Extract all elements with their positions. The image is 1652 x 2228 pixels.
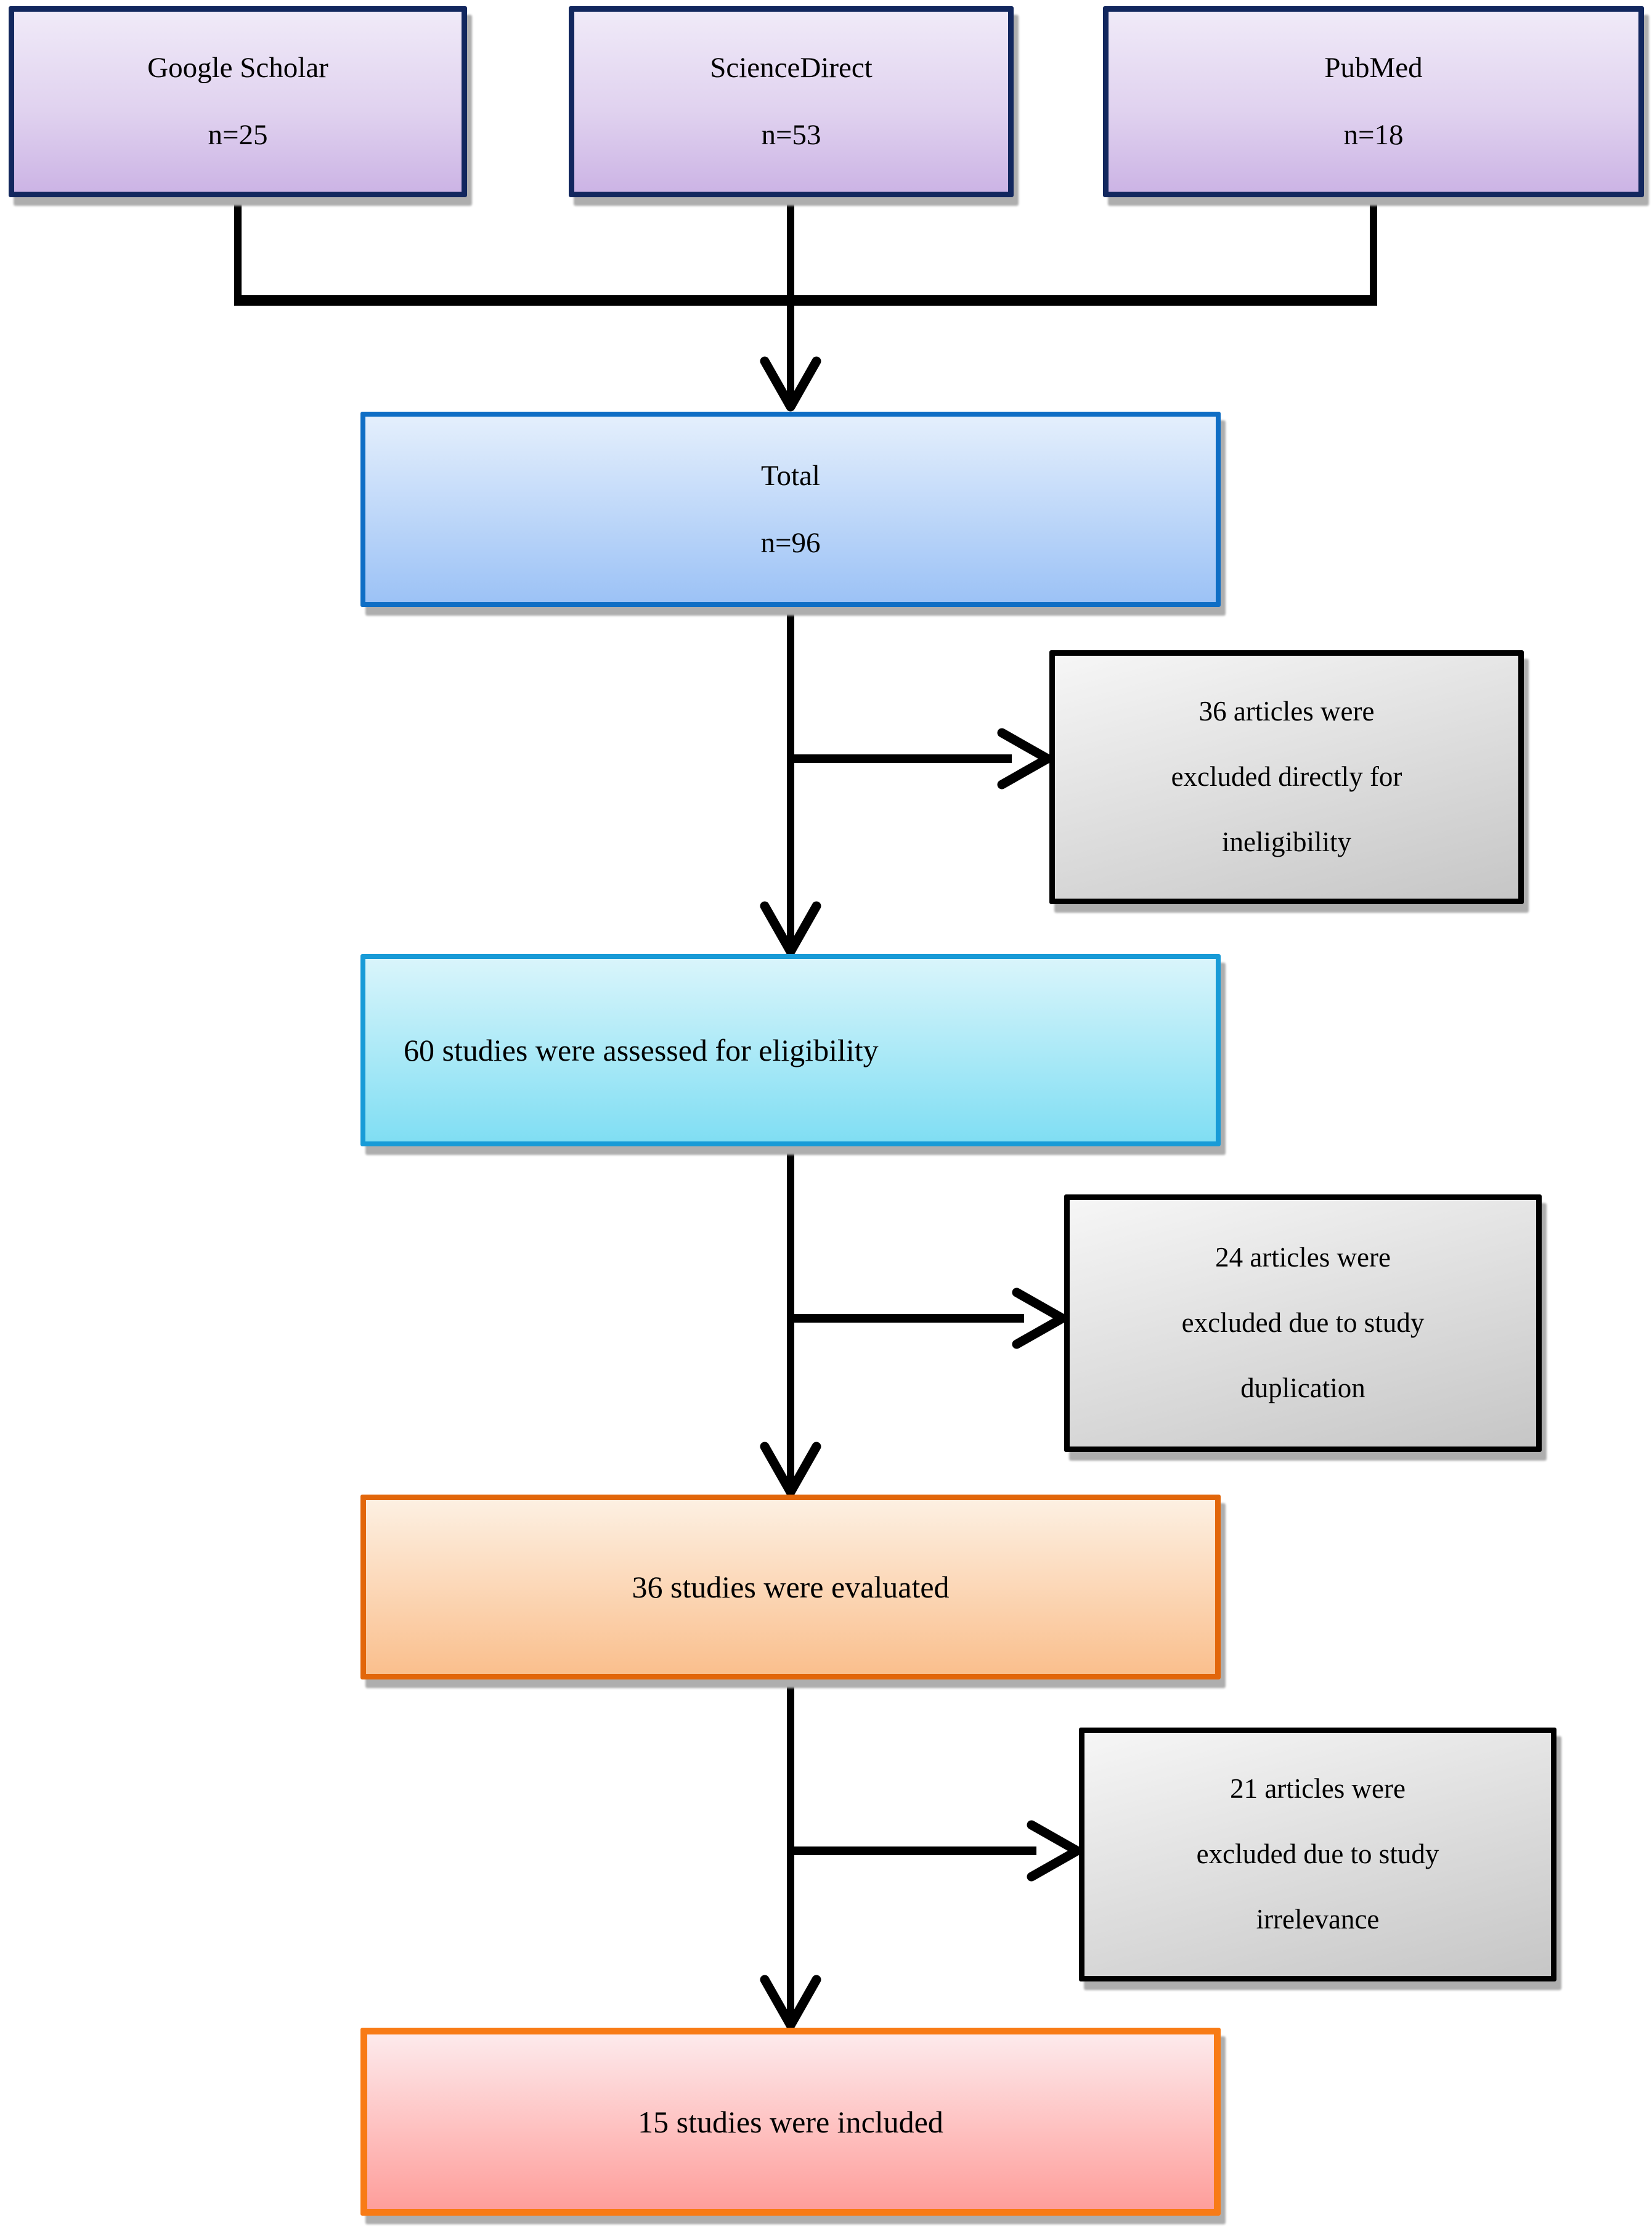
eligibility-box: 60 studies were assessed for eligibility xyxy=(360,954,1221,1146)
arrow-evaluated-to-included xyxy=(760,1679,821,2030)
exclusion-box-ineligibility: 36 articles were excluded directly for i… xyxy=(1049,650,1524,904)
evaluated-label: 36 studies were evaluated xyxy=(632,1570,950,1604)
arrow-down-icon xyxy=(760,1442,821,1497)
eligibility-label: 60 studies were assessed for eligibility xyxy=(404,1033,879,1067)
total-label: Total xyxy=(761,459,820,492)
exclusion-line: excluded due to study xyxy=(1196,1838,1439,1870)
source-label: Google Scholar xyxy=(147,52,328,84)
connector-line xyxy=(787,1846,1036,1855)
arrow-to-exclusion-duplication xyxy=(787,1287,1067,1349)
included-box: 15 studies were included xyxy=(360,2028,1221,2216)
connector-line xyxy=(787,1146,794,1488)
arrow-down-icon xyxy=(760,356,821,412)
source-box-google-scholar: Google Scholar n=25 xyxy=(9,6,467,197)
exclusion-box-irrelevance: 21 articles were excluded due to study i… xyxy=(1079,1728,1556,1981)
connector-line xyxy=(1370,198,1377,301)
exclusion-line: ineligibility xyxy=(1222,826,1351,857)
source-count: n=53 xyxy=(761,119,821,151)
exclusion-line: duplication xyxy=(1240,1372,1365,1403)
included-label: 15 studies were included xyxy=(638,2104,943,2139)
arrow-to-exclusion-ineligibility xyxy=(787,728,1052,790)
arrow-right-icon xyxy=(1012,1287,1067,1349)
connector-line xyxy=(787,1679,794,2022)
source-box-pubmed: PubMed n=18 xyxy=(1103,6,1644,197)
evaluated-box: 36 studies were evaluated xyxy=(360,1495,1221,1679)
source-label: ScienceDirect xyxy=(710,52,873,84)
arrow-total-to-eligibility xyxy=(760,607,821,957)
connector-line xyxy=(234,295,1377,306)
source-label: PubMed xyxy=(1324,52,1423,84)
source-merge-connector xyxy=(234,198,1377,412)
total-box: Total n=96 xyxy=(360,412,1221,607)
arrow-to-exclusion-irrelevance xyxy=(787,1820,1082,1882)
connector-line xyxy=(787,1314,1024,1323)
total-count: n=96 xyxy=(760,526,821,559)
arrow-right-icon xyxy=(1027,1820,1082,1882)
source-count: n=18 xyxy=(1343,119,1404,151)
source-box-sciencedirect: ScienceDirect n=53 xyxy=(569,6,1014,197)
exclusion-box-duplication: 24 articles were excluded due to study d… xyxy=(1064,1194,1542,1452)
exclusion-line: excluded due to study xyxy=(1181,1307,1425,1339)
arrow-eligibility-to-evaluated xyxy=(760,1146,821,1497)
exclusion-line: excluded directly for xyxy=(1171,761,1402,793)
connector-line xyxy=(787,754,1012,763)
arrow-right-icon xyxy=(997,728,1052,790)
exclusion-line: 21 articles were xyxy=(1230,1773,1406,1805)
connector-line xyxy=(234,198,242,301)
connector-line xyxy=(787,607,794,948)
exclusion-line: 36 articles were xyxy=(1198,696,1375,727)
exclusion-line: 24 articles were xyxy=(1215,1242,1391,1273)
arrow-down-icon xyxy=(760,901,821,957)
exclusion-line: irrelevance xyxy=(1256,1903,1380,1935)
arrow-down-icon xyxy=(760,1975,821,2030)
source-count: n=25 xyxy=(208,119,268,151)
connector-line xyxy=(787,198,794,403)
